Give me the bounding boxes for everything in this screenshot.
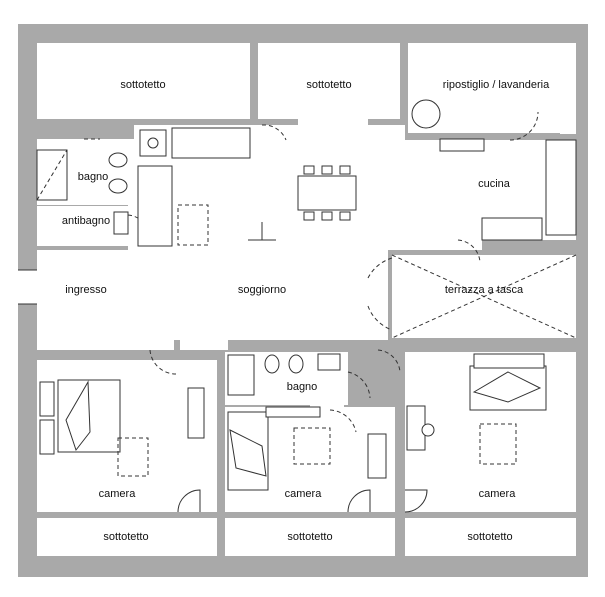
toilet-1 — [108, 152, 128, 168]
window-soggiorno-top — [298, 119, 368, 125]
door-swing-camera-mid — [329, 409, 357, 433]
sofa-back — [171, 127, 251, 159]
washing-machine — [411, 99, 441, 129]
door-swing-antibagno — [127, 214, 151, 241]
room-sottotetto-top-mid — [258, 43, 400, 119]
label-sottotetto-bottom-mid: sottotetto — [287, 531, 332, 543]
chair-5 — [321, 211, 333, 221]
label-bagno-1: bagno — [78, 171, 109, 183]
sofa-side — [137, 165, 173, 247]
door-sottotetto-bm — [347, 489, 371, 513]
chair-2 — [321, 165, 333, 175]
bed-right-fold — [472, 371, 542, 403]
label-sottotetto-bottom-left: sottotetto — [103, 531, 148, 543]
ingresso-opening — [18, 270, 37, 304]
terrazza-diag-2 — [391, 254, 577, 339]
bidet-1 — [108, 178, 128, 194]
label-sottotetto-bottom-right: sottotetto — [467, 531, 512, 543]
bed-right — [469, 365, 547, 411]
label-bagno-2: bagno — [287, 381, 318, 393]
bidet-2 — [288, 354, 304, 374]
label-terrazza: terrazza a tasca — [445, 284, 524, 296]
room-sottotetto-bottom-left — [37, 518, 217, 556]
chair-6 — [339, 211, 351, 221]
kitchen-block — [481, 217, 543, 241]
ripostiglio-shelf — [439, 138, 485, 152]
door-swing-terrazza-b — [367, 305, 393, 331]
window-ripostiglio — [560, 112, 576, 134]
door-swing-sottotetto-mid — [261, 124, 287, 141]
shower-line — [36, 149, 68, 201]
bed-mid — [227, 411, 269, 491]
door-swing-bagno2 — [347, 371, 371, 399]
window-camera-left — [180, 340, 228, 350]
kitchen-counter — [545, 139, 577, 236]
label-soggiorno: soggiorno — [238, 284, 286, 296]
door-swing-cucina — [457, 239, 481, 263]
shower-2 — [227, 354, 255, 396]
window-cucina — [425, 215, 447, 237]
nightstand-left-b — [39, 419, 55, 455]
label-ripostiglio: ripostiglio / lavanderia — [443, 79, 550, 91]
chair-camera-right — [421, 423, 435, 437]
chair-1 — [303, 165, 315, 175]
room-antibagno — [37, 206, 128, 246]
label-camera-mid: camera — [285, 488, 323, 500]
door-swing-ripostiglio — [509, 111, 539, 141]
stove-icon — [147, 137, 159, 149]
door-sottotetto-br — [404, 489, 428, 513]
rug-soggiorno — [177, 204, 209, 246]
room-sottotetto-top-left — [37, 43, 250, 119]
label-sottotetto-top-mid: sottotetto — [306, 79, 351, 91]
sink-antibagno — [113, 211, 129, 235]
label-sottotetto-top-left: sottotetto — [120, 79, 165, 91]
door-swing-terrazza-a — [367, 257, 393, 279]
toilet-2 — [264, 354, 280, 374]
door-sottotetto-bl — [177, 489, 201, 513]
nightstand-left-a — [39, 381, 55, 417]
sink-2 — [317, 353, 341, 371]
door-swing-camera-left — [149, 349, 177, 375]
label-camera-right: camera — [479, 488, 517, 500]
label-antibagno: antibagno — [62, 215, 110, 227]
label-camera-left: camera — [99, 488, 137, 500]
bed-left-fold — [65, 380, 91, 452]
room-sottotetto-bottom-right — [405, 518, 576, 556]
chair-4 — [303, 211, 315, 221]
rug-camera-mid — [293, 427, 331, 465]
room-sottotetto-bottom-mid — [225, 518, 395, 556]
rug-camera-left — [117, 437, 149, 477]
label-ingresso: ingresso — [65, 284, 107, 296]
bed-mid-fold — [229, 429, 267, 477]
dining-table — [297, 175, 357, 211]
label-cucina: cucina — [478, 178, 511, 190]
wardrobe-right — [473, 353, 545, 369]
desk-camera-mid — [367, 433, 387, 479]
chair-3 — [339, 165, 351, 175]
window-bagno2 — [310, 404, 344, 408]
desk-camera-left — [187, 387, 205, 439]
rug-camera-right — [479, 423, 517, 465]
wardrobe-mid — [265, 406, 321, 418]
door-swing-camera-right — [377, 349, 401, 373]
